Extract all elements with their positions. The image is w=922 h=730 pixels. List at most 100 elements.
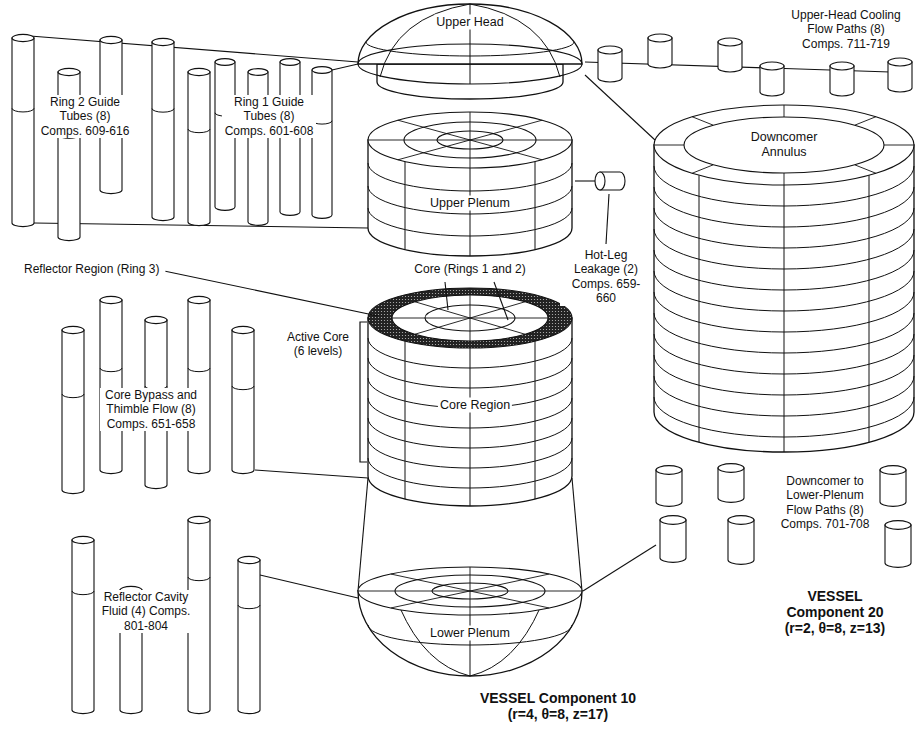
leader-line (494, 282, 508, 320)
tube-top (232, 326, 254, 333)
vessel-region: Lower Plenum (355, 565, 585, 680)
vessel-region: Core Region (365, 280, 575, 510)
sector-line (535, 162, 536, 250)
sector-line (784, 105, 785, 117)
sector-line (470, 574, 549, 591)
region-outline (365, 108, 575, 260)
tube-body (152, 42, 174, 221)
sector-line (415, 318, 470, 334)
tube-symbol (660, 516, 686, 563)
tube-body (728, 520, 754, 564)
tube-top (598, 46, 622, 54)
vessel-region: Upper Plenum (365, 108, 575, 260)
tube-step (188, 577, 210, 581)
tube-top (595, 172, 605, 190)
assembly-line (332, 64, 358, 70)
sector-line (405, 162, 406, 250)
assembly-line (572, 478, 582, 591)
tube-symbol (718, 38, 742, 72)
sector-line (699, 175, 700, 442)
tube-symbol (888, 58, 912, 92)
tube-top (718, 38, 742, 46)
tube-symbol (188, 68, 210, 225)
component-title: VESSEL Component 10 (r=4, θ=8, z=17) (468, 690, 648, 722)
sector-line (391, 574, 470, 591)
tube-body (885, 525, 911, 567)
tube-symbol (880, 466, 906, 507)
tube-body (656, 470, 682, 506)
inner-ellipse (684, 117, 884, 173)
level-bracket (360, 322, 367, 462)
tube-symbol (62, 326, 84, 493)
tube-top (830, 62, 854, 70)
tube-top (880, 466, 906, 475)
tube-body (232, 330, 254, 474)
tube-symbol (648, 34, 672, 68)
tube-step (62, 394, 84, 398)
tube-step (72, 591, 94, 595)
tube-body (598, 50, 622, 82)
tube-symbol (188, 296, 210, 473)
cylinder-body (654, 145, 914, 452)
tube-top (72, 536, 94, 543)
tube-body (718, 468, 744, 502)
sector-line (470, 567, 471, 591)
sector-line (470, 591, 582, 592)
assembly-line (583, 545, 656, 591)
tube-body (312, 70, 332, 218)
tube-top (188, 516, 210, 523)
tube-step (232, 386, 254, 390)
tube-top (280, 59, 300, 66)
core-top (392, 295, 548, 341)
tube-symbol (238, 556, 260, 713)
top-ellipse (358, 567, 582, 615)
sector-line (470, 140, 471, 168)
meridian-line (470, 615, 471, 676)
assembly-line (358, 478, 368, 591)
tube-top (248, 69, 268, 76)
region-outline (365, 280, 575, 510)
tube-top (238, 556, 260, 563)
region-label: Upper Head (434, 15, 505, 30)
assembly-line (255, 470, 368, 478)
tube-symbol (760, 62, 784, 96)
component-label: Ring 1 Guide Tubes (8) Comps. 601-608 (222, 95, 316, 138)
meridian-line (400, 608, 470, 676)
tube-top (656, 466, 682, 475)
sector-line (784, 173, 785, 185)
leader-line (606, 194, 609, 244)
region-label: Upper Plenum (428, 196, 512, 211)
sector-line (470, 591, 549, 608)
tube-step (188, 368, 210, 372)
component-label: Upper-Head Cooling Flow Paths (8) Comps.… (785, 8, 907, 51)
tube-body (100, 300, 122, 474)
hot-leg-symbol (595, 172, 625, 190)
region-label: Lower Plenum (428, 626, 512, 641)
component-label: Core Bypass and Thimble Flow (8) Comps. … (100, 388, 202, 431)
top-ellipse (654, 105, 914, 185)
sector-line (470, 318, 548, 319)
sector-line (391, 591, 470, 608)
tube-top (312, 67, 332, 74)
tube-step (152, 109, 174, 113)
tube-body (12, 38, 34, 227)
tube-top (728, 516, 754, 525)
tube-symbol (232, 326, 254, 473)
tube-top (145, 316, 167, 323)
sector-line (358, 591, 470, 592)
component-title: VESSEL Component 20 (r=2, θ=8, z=13) (768, 588, 903, 636)
reflector-ring (368, 288, 572, 348)
tube-top (888, 58, 912, 66)
tube-body (188, 300, 210, 474)
tube-body (280, 62, 300, 215)
tube-top (885, 521, 911, 530)
tube-step (12, 108, 34, 112)
sector-line (869, 175, 870, 442)
assembly-line (585, 75, 655, 140)
tube-body (188, 72, 210, 226)
tube-top (188, 296, 210, 303)
sector-line (654, 145, 684, 146)
sector-line (470, 591, 471, 615)
component-label: Active Core (6 levels) (282, 330, 354, 359)
region-outline (355, 565, 585, 680)
